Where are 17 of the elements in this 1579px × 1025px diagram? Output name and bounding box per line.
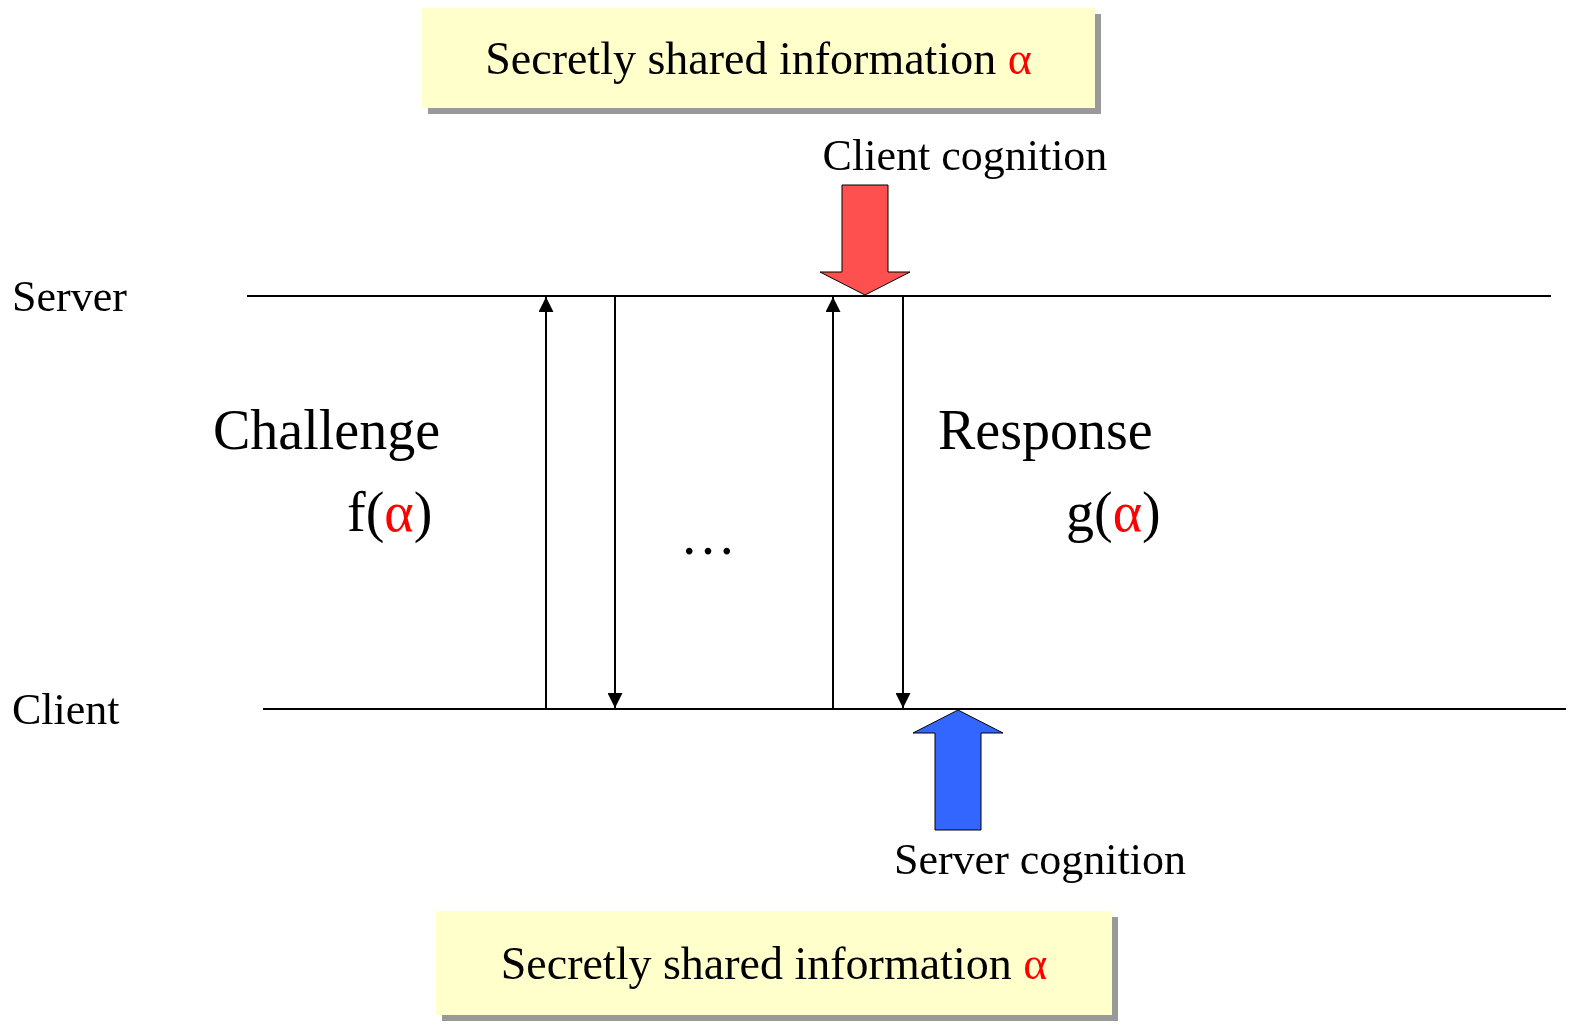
arrow: [538, 296, 554, 709]
message-label: Challenge: [213, 400, 441, 462]
arrow: [895, 296, 911, 709]
block-arrow: [912, 709, 1004, 831]
lane-label: Server: [12, 270, 127, 322]
message-label: f(α): [347, 482, 433, 544]
note-text: Secretly shared information α: [485, 31, 1032, 85]
note-text: Secretly shared information α: [500, 936, 1048, 990]
message-label: Response: [938, 400, 1153, 462]
message-label: g(α): [1066, 482, 1161, 544]
block-arrow: [819, 184, 911, 296]
arrow: [607, 296, 623, 709]
arrow: [825, 296, 841, 709]
cognition-label: Server cognition: [893, 833, 1186, 885]
message-label: …: [680, 505, 736, 567]
cognition-label: Client cognition: [822, 129, 1108, 181]
lane-label: Client: [12, 683, 120, 735]
